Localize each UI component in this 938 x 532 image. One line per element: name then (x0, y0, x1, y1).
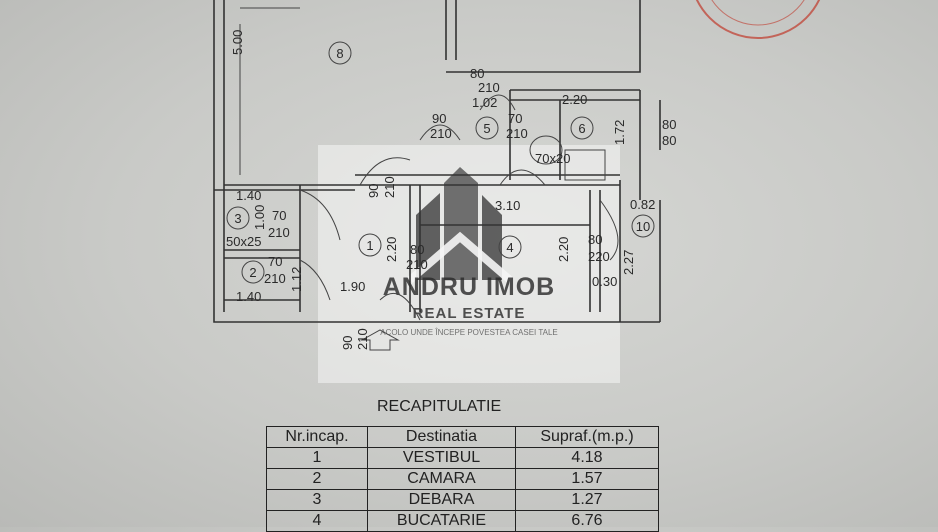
dimension: 1.12 (289, 267, 304, 292)
dimension: 210 (506, 126, 528, 141)
dimension: 3.10 (495, 198, 520, 213)
dimension-labels: 5.00 80 210 1.02 2.20 90 210 70 210 1.72… (226, 30, 676, 350)
dimension: 80 (588, 232, 602, 247)
room-number: 6 (578, 121, 585, 136)
dimension: 1.00 (252, 205, 267, 230)
dimension: 70 (268, 254, 282, 269)
dimension: 80 (662, 117, 676, 132)
walls (213, 0, 661, 351)
dimension: 0.82 (630, 197, 655, 212)
recap-title: RECAPITULATIE (377, 398, 502, 415)
room-number: 3 (234, 211, 241, 226)
watermark-name: ANDRU IMOB (382, 273, 556, 301)
header-nr: Nr.incap. (266, 426, 368, 448)
dimension: 5.00 (230, 30, 245, 55)
room-number: 2 (249, 265, 256, 280)
room-number: 5 (483, 121, 490, 136)
dimension: 2.20 (562, 92, 587, 107)
dimension: 210 (382, 176, 397, 198)
room-number: 10 (636, 219, 650, 234)
entrance-arrow-icon (360, 329, 400, 351)
cadastre-stamp (695, 0, 821, 39)
dimension: 2.20 (384, 237, 399, 262)
dimension: 210 (478, 80, 500, 95)
dimension: 1.90 (340, 279, 365, 294)
dimension: 2.20 (556, 237, 571, 262)
watermark-tagline: ACOLO UNDE ÎNCEPE POVESTEA CASEI TALE (380, 328, 558, 337)
dimension: 210 (430, 126, 452, 141)
dimension: 90 (432, 111, 446, 126)
watermark-subtitle: REAL ESTATE (412, 305, 526, 322)
dimension: 90 (340, 336, 355, 350)
cell: VESTIBUL (367, 447, 516, 469)
dimension: 1.02 (472, 95, 497, 110)
building-logo-icon (407, 167, 513, 284)
room-number: 8 (336, 46, 343, 61)
dimension: 70 (272, 208, 286, 223)
dimension: 80 (470, 66, 484, 81)
dimension: 1.72 (612, 120, 627, 145)
dimension: 70x20 (535, 151, 570, 166)
dimension: 50x25 (226, 234, 261, 249)
dimension: 210 (268, 225, 290, 240)
room-markers: 8 5 6 10 3 1 4 2 (226, 41, 655, 284)
dimension: 210 (406, 257, 428, 272)
dimension: 210 (264, 271, 286, 286)
dimension: 210 (355, 328, 370, 350)
dimension: 90 (366, 184, 381, 198)
dimension: 1.40 (236, 188, 261, 203)
cell: DEBARA (367, 489, 516, 511)
dimension: 2.27 (621, 250, 636, 275)
dimension: 80 (662, 133, 676, 148)
dimension: 220 (588, 249, 610, 264)
room-number: 4 (506, 240, 513, 255)
dimension: 1.40 (236, 289, 261, 304)
dimension: 80 (410, 242, 424, 257)
dimension: 0.30 (592, 274, 617, 289)
dimension: 70 (508, 111, 522, 126)
room-number: 1 (366, 238, 373, 253)
